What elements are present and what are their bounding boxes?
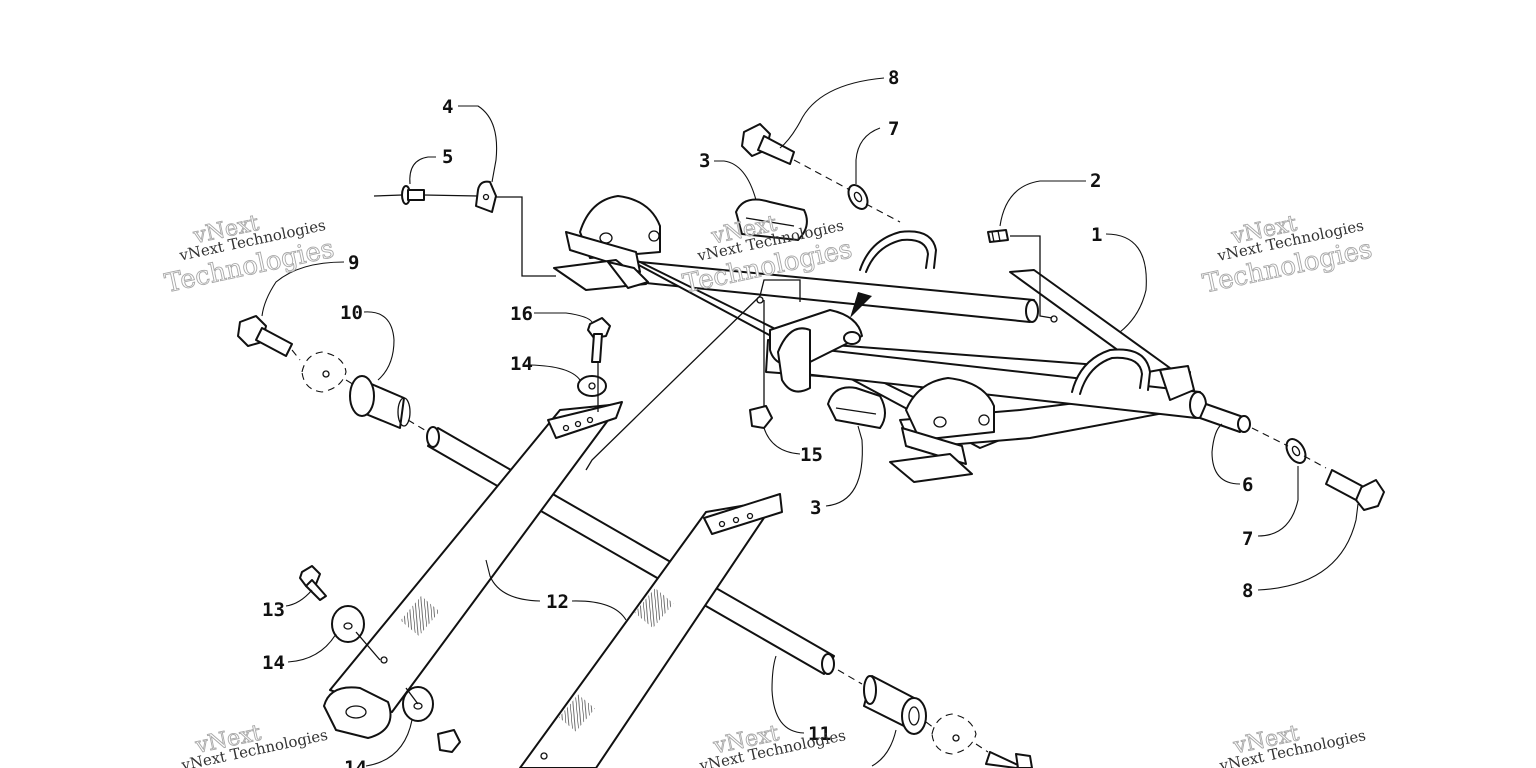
- bolt-lower: [1325, 469, 1385, 511]
- callout-10: 10: [340, 302, 363, 324]
- bushing-right: [863, 675, 927, 735]
- callout-14-mid: 14: [262, 652, 285, 674]
- watermark-bottom-center: vNext vNext Technologies: [697, 721, 847, 768]
- small-bolt: [299, 565, 327, 601]
- dashed-washer-right: [931, 713, 977, 755]
- rail-arm-right: [519, 493, 783, 768]
- callout-11: 11: [808, 723, 831, 745]
- callout-3-lower: 3: [810, 497, 821, 519]
- callout-2: 2: [1090, 170, 1101, 192]
- watermark-top-left: vNext vNext Technologies Technologies: [162, 210, 337, 299]
- callout-4: 4: [442, 96, 453, 118]
- grease-fitting: [987, 229, 1009, 243]
- bearing-block-lower: [827, 386, 886, 429]
- washer-mid: [331, 605, 365, 643]
- lock-washer-upper: [847, 184, 869, 210]
- rear-arm-frame: [553, 195, 1207, 483]
- callout-7-upper: 7: [888, 118, 899, 140]
- washer-top: [577, 375, 607, 397]
- callout-5: 5: [442, 146, 453, 168]
- callout-3-upper: 3: [699, 150, 710, 172]
- wear-clip: [475, 180, 497, 213]
- bushing-left: [349, 375, 411, 429]
- bolt-center: [587, 317, 611, 363]
- callout-8-lower: 8: [1242, 580, 1253, 602]
- lock-washer-lower: [1285, 438, 1307, 464]
- callout-14-top: 14: [510, 353, 533, 375]
- spacer-sleeve: [1199, 403, 1251, 433]
- bolt-left: [237, 315, 347, 393]
- rivet: [373, 185, 425, 205]
- watermark-top-right: vNext vNext Technologies Technologies: [1200, 211, 1375, 300]
- callout-14-bottom: 14: [344, 757, 367, 768]
- nut-bottom: [437, 729, 461, 753]
- callout-12: 12: [546, 591, 569, 613]
- bearing-block-upper: [735, 198, 808, 241]
- callout-9: 9: [348, 252, 359, 274]
- bolt-right-bottom: [985, 751, 1033, 768]
- callout-15: 15: [800, 444, 823, 466]
- bolt-upper: [741, 123, 795, 165]
- nut: [749, 405, 773, 429]
- rail-arm-left: [323, 401, 623, 739]
- watermark-bottom-left: vNext vNext Technologies: [179, 720, 329, 768]
- callout-6: 6: [1242, 474, 1253, 496]
- watermark-bottom-right: vNext vNext Technologies: [1217, 721, 1367, 768]
- callout-16: 16: [510, 303, 533, 325]
- callout-7-lower: 7: [1242, 528, 1253, 550]
- callout-13: 13: [262, 599, 285, 621]
- callout-8-upper: 8: [888, 67, 899, 89]
- callout-1: 1: [1091, 224, 1102, 246]
